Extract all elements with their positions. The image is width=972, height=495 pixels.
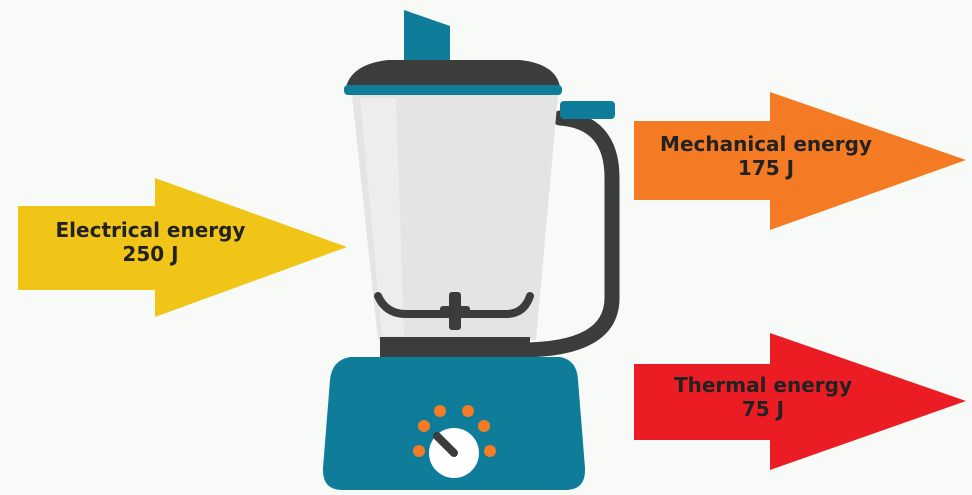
blender-base (322, 357, 586, 490)
electrical-energy-text: Electrical energy 250 J (28, 218, 273, 266)
thermal-energy-text: Thermal energy 75 J (646, 373, 880, 421)
thermal-energy-value: 75 J (741, 396, 785, 421)
blender-icon (322, 10, 620, 490)
mechanical-energy-text: Mechanical energy 175 J (634, 132, 898, 180)
blender-jar-shine (360, 98, 404, 336)
control-dial-icon (413, 405, 496, 478)
electrical-energy-label: Electrical energy (55, 218, 246, 242)
blender-handle (512, 110, 620, 358)
electrical-energy-arrow (18, 178, 347, 317)
blender-jar (352, 95, 558, 340)
mechanical-energy-value: 175 J (737, 155, 795, 180)
dial-pointer (433, 432, 458, 457)
blender-lid-rim (344, 85, 562, 95)
blender-handle-cap (560, 101, 615, 119)
blender-lid (346, 60, 560, 87)
blender-blade-hub (440, 306, 470, 318)
mechanical-energy-label: Mechanical energy (660, 132, 872, 156)
mechanical-energy-arrow (634, 92, 966, 230)
blender-spout (404, 10, 450, 66)
thermal-energy-label: Thermal energy (673, 373, 853, 397)
electrical-energy-value: 250 J (122, 241, 179, 266)
thermal-energy-arrow (634, 333, 966, 470)
blender-coupler (380, 337, 530, 359)
